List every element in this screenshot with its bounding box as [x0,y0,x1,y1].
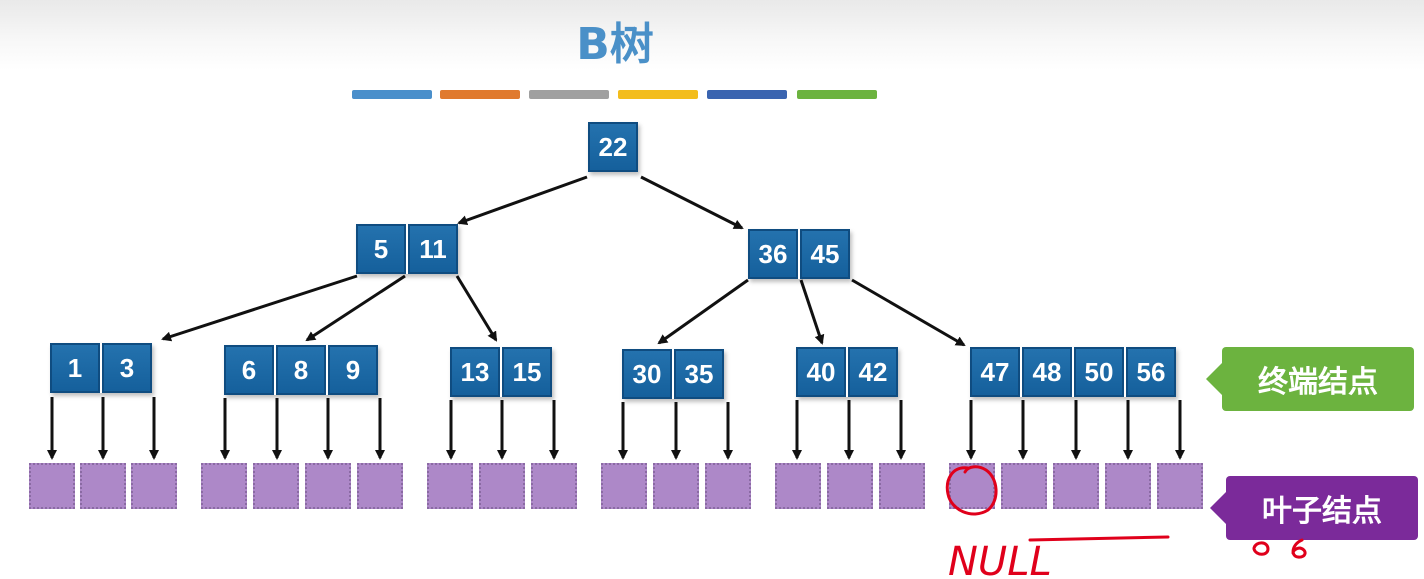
node-key: 11 [408,224,458,274]
node-key: 35 [674,349,724,399]
node-key: 30 [622,349,672,399]
edge-left-t3 [455,275,498,342]
terminal-node-1: 1 3 [50,343,152,393]
leaf-node [479,463,525,509]
edge-right-t6 [851,278,966,347]
leaf-node [1053,463,1099,509]
annotation-zero [1252,541,1270,556]
leaf-node [427,463,473,509]
node-key: 6 [224,345,274,395]
terminal-node-label: 终端结点 [1206,347,1414,411]
color-stripe-2 [440,90,520,99]
terminal-node-label-text: 终端结点 [1258,365,1378,400]
leaf-node [531,463,577,509]
node-key: 22 [588,122,638,172]
leaf-node [827,463,873,509]
terminal-node-5: 40 42 [796,347,898,397]
right-internal-node: 36 45 [748,229,850,279]
leaf-node [775,463,821,509]
edge-left-t1 [161,274,358,342]
leaf-node [131,463,177,509]
left-internal-node: 5 11 [356,224,458,274]
subtitle-strip [0,566,1424,579]
leaf-node [705,463,751,509]
color-stripe-1 [352,90,432,99]
node-key: 48 [1022,347,1072,397]
leaf-node [1105,463,1151,509]
color-stripe-5 [707,90,787,99]
leaf-node [357,463,403,509]
node-key: 5 [356,224,406,274]
node-key: 45 [800,229,850,279]
node-key: 1 [50,343,100,393]
color-stripe-6 [797,90,877,99]
terminal-node-2: 6 8 9 [224,345,378,395]
root-node: 22 [588,122,638,172]
color-stripe-4 [618,90,698,99]
leaf-node-label: 叶子结点 [1210,476,1418,540]
leaf-node [201,463,247,509]
color-stripe-3 [529,90,609,99]
node-key: 36 [748,229,798,279]
node-key: 42 [848,347,898,397]
node-key: 13 [450,347,500,397]
edge-right-t5 [799,279,825,345]
terminal-node-4: 30 35 [622,349,724,399]
annotation-underline [1028,535,1170,542]
leaf-node [29,463,75,509]
node-key: 3 [102,343,152,393]
edge-left-t2 [305,274,406,342]
leaf-node [80,463,126,509]
node-key: 40 [796,347,846,397]
node-key: 56 [1126,347,1176,397]
annotation-six [1291,538,1307,559]
terminal-node-6: 47 48 50 56 [970,347,1176,397]
edge-right-t4 [657,278,749,345]
node-key: 8 [276,345,326,395]
leaf-node [1157,463,1203,509]
leaf-node [879,463,925,509]
edge-root-left [457,175,588,225]
node-key: 47 [970,347,1020,397]
diagram-title: B树 [576,19,654,70]
terminal-node-3: 13 15 [450,347,552,397]
annotation-circle [945,465,998,516]
leaf-node [601,463,647,509]
node-key: 15 [502,347,552,397]
annotation-null-text: NULL [948,539,1052,579]
leaf-node [653,463,699,509]
node-key: 9 [328,345,378,395]
edge-root-right [640,175,744,230]
leaf-node [305,463,351,509]
leaf-node [253,463,299,509]
node-key: 50 [1074,347,1124,397]
leaf-node [1001,463,1047,509]
leaf-node-label-text: 叶子结点 [1262,494,1382,529]
